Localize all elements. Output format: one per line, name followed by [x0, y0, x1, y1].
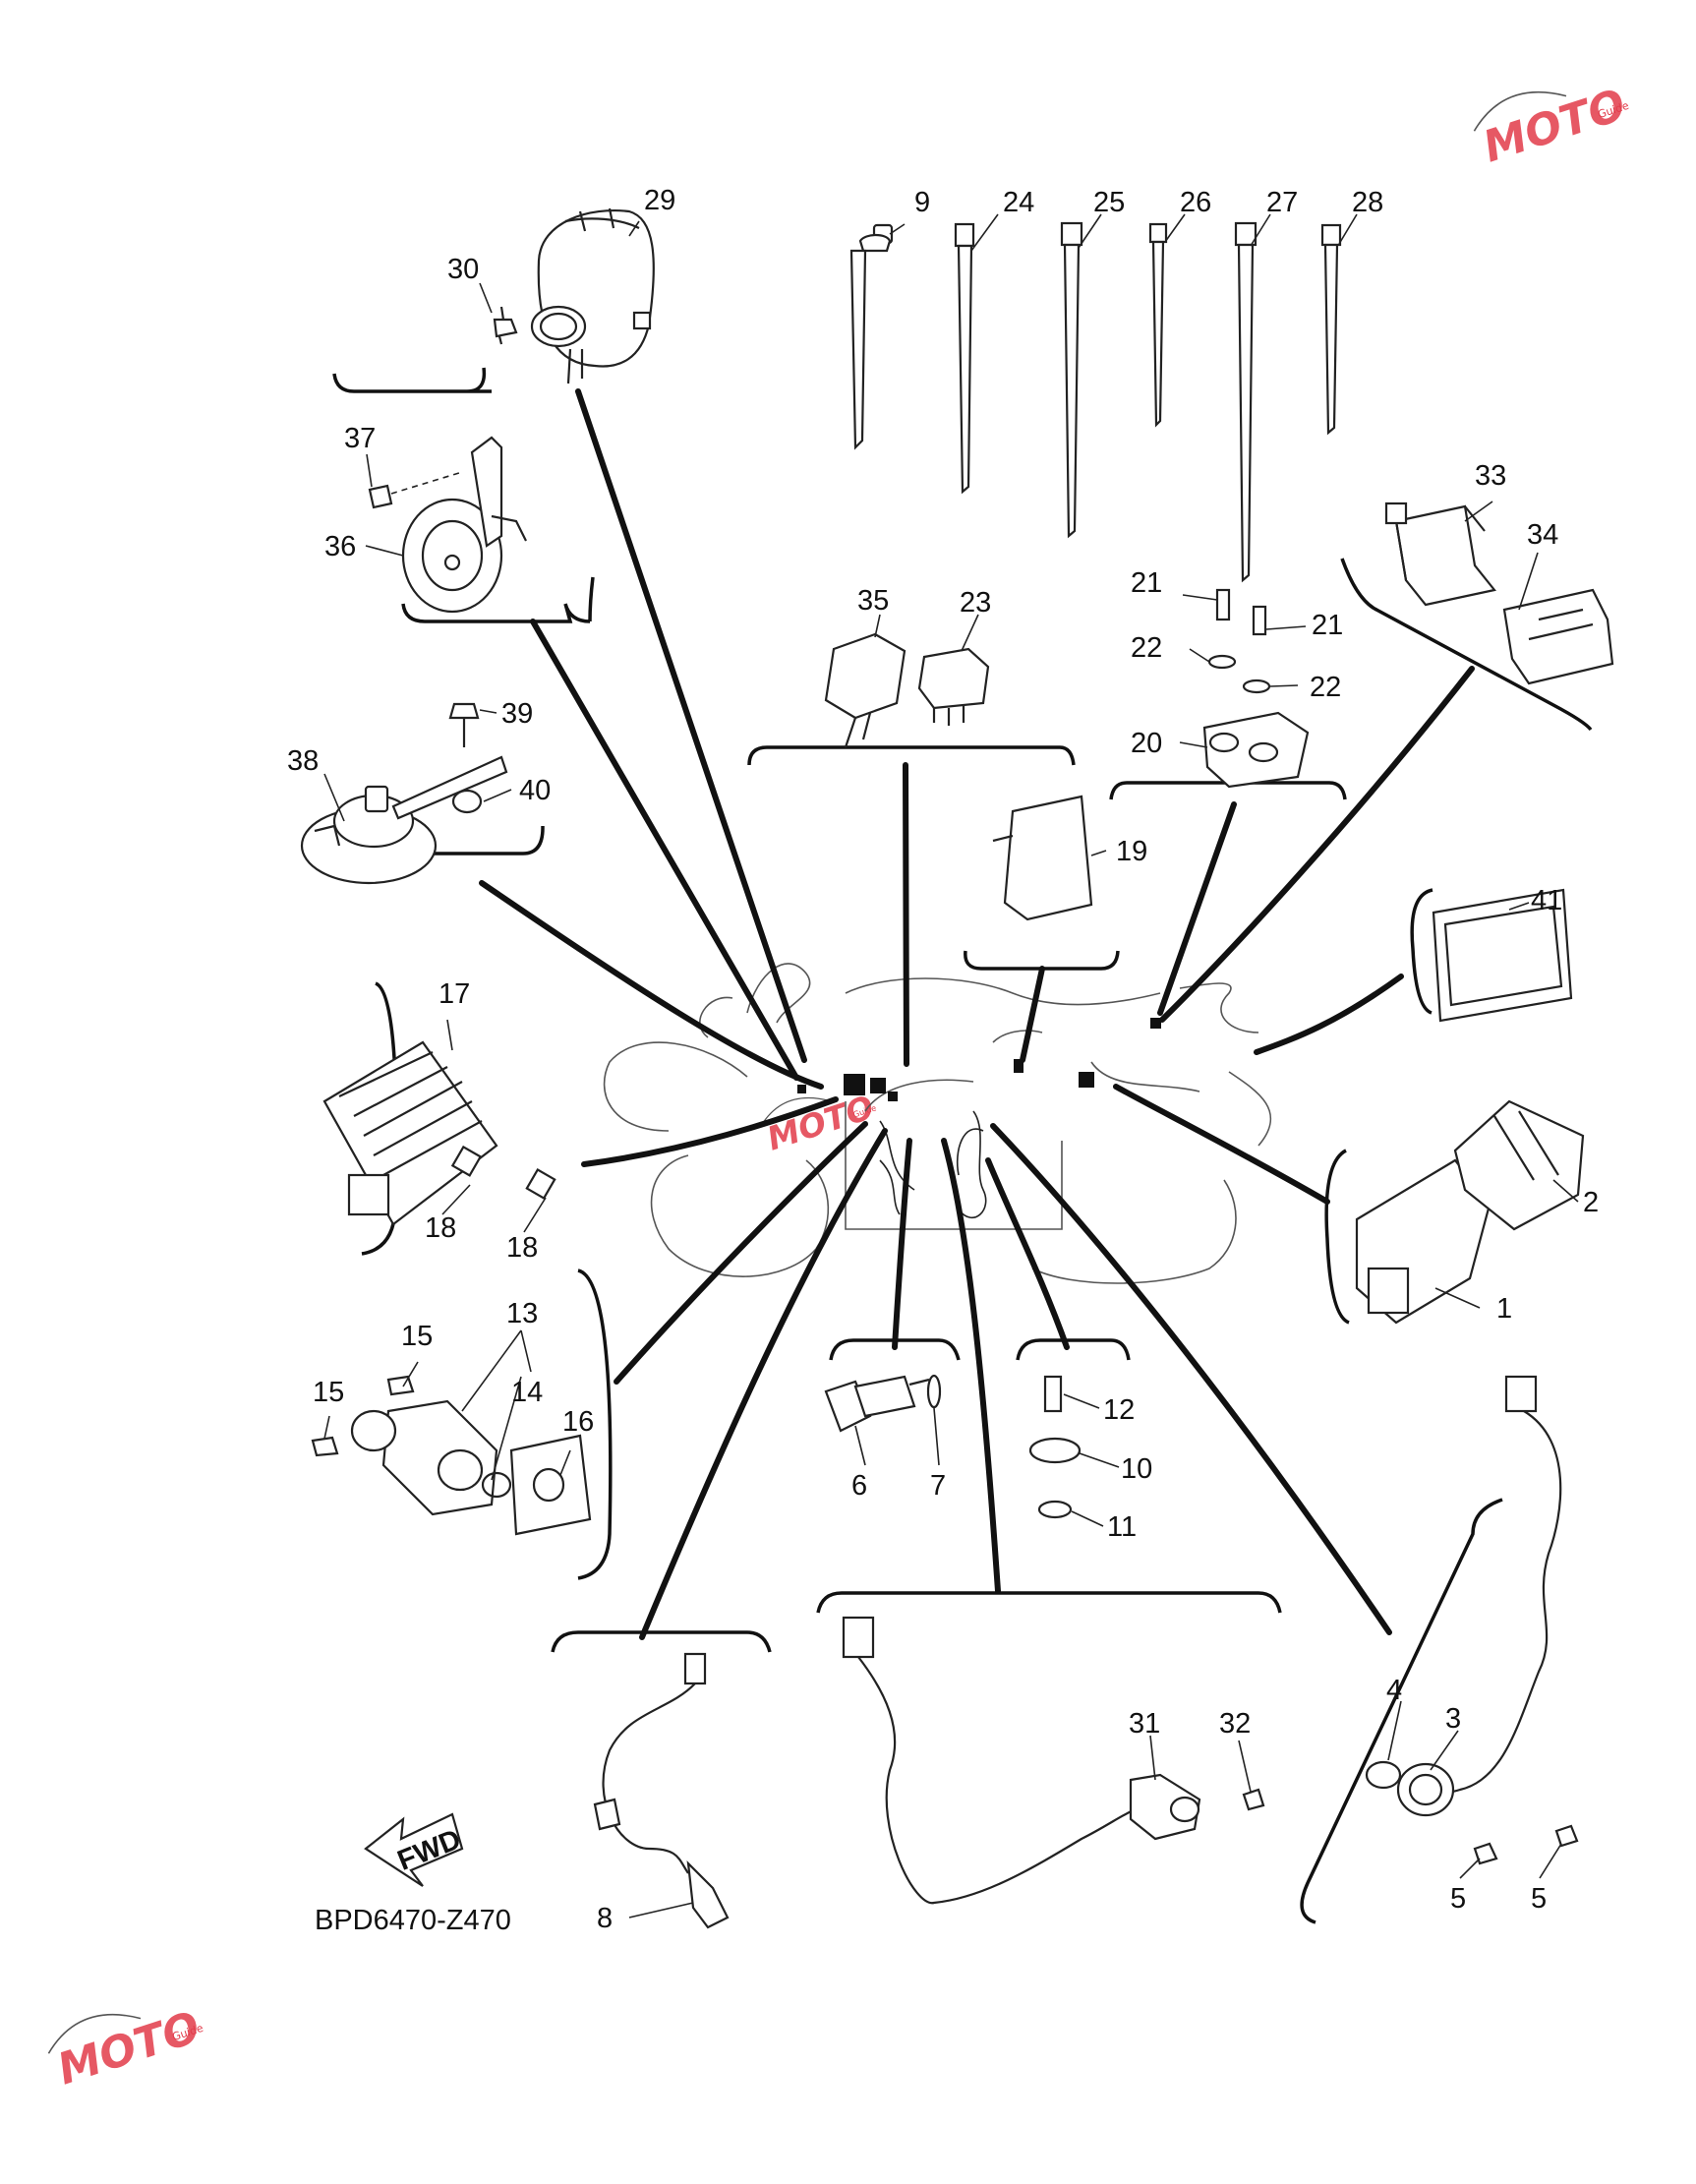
- callout-3: 3: [1445, 1703, 1461, 1735]
- sensor-parts-31-32: [842, 1616, 1265, 1905]
- callout-35: 35: [857, 585, 889, 617]
- callout-2: 2: [1583, 1187, 1599, 1218]
- callout-17: 17: [439, 978, 470, 1010]
- cable-ties: [849, 221, 1342, 583]
- connection-lines: [479, 388, 1475, 1640]
- callout-24: 24: [1003, 187, 1034, 218]
- sensor-part-8: [593, 1652, 730, 1929]
- callout-22-b: 22: [1310, 672, 1341, 703]
- callout-37: 37: [344, 423, 376, 454]
- callout-31: 31: [1129, 1708, 1160, 1740]
- headlight-part-29: [493, 207, 655, 384]
- callout-7: 7: [930, 1470, 946, 1502]
- callout-10: 10: [1121, 1453, 1152, 1485]
- panel-part-41: [1432, 888, 1573, 1023]
- watermark-bottom-left: MOTO Guide: [47, 2002, 206, 2095]
- callout-28: 28: [1352, 187, 1383, 218]
- regulator-part-17: [322, 1040, 556, 1226]
- callout-21-b: 21: [1312, 610, 1343, 641]
- callout-39: 39: [501, 698, 533, 730]
- callout-13: 13: [506, 1298, 538, 1329]
- callout-18-a: 18: [425, 1212, 456, 1244]
- callout-41: 41: [1531, 885, 1562, 916]
- callout-33: 33: [1475, 460, 1506, 492]
- callout-25: 25: [1093, 187, 1125, 218]
- connector-parts-33-34: [1384, 502, 1614, 685]
- callout-30: 30: [447, 254, 479, 285]
- callout-38: 38: [287, 745, 319, 777]
- fwd-arrow: FWD: [364, 1812, 465, 1887]
- callout-15-a: 15: [401, 1321, 433, 1352]
- sensor-part-20: [1202, 588, 1310, 789]
- callout-34: 34: [1527, 519, 1558, 551]
- group-brackets: [332, 367, 1593, 1924]
- callout-22-a: 22: [1131, 632, 1162, 664]
- callout-15-b: 15: [313, 1377, 344, 1408]
- callout-32: 32: [1219, 1708, 1251, 1740]
- callout-20: 20: [1131, 728, 1162, 759]
- callout-26: 26: [1180, 187, 1211, 218]
- callout-21-a: 21: [1131, 567, 1162, 599]
- horn-part-36: [368, 436, 527, 614]
- callout-6: 6: [851, 1470, 867, 1502]
- callout-5-a: 5: [1450, 1883, 1466, 1915]
- callout-16: 16: [562, 1406, 594, 1438]
- callout-4: 4: [1386, 1675, 1402, 1706]
- callout-12: 12: [1103, 1394, 1135, 1426]
- callout-29: 29: [644, 185, 675, 216]
- horn-part-38: [300, 702, 508, 885]
- callout-40: 40: [519, 775, 551, 806]
- leader-lines: [323, 213, 1579, 1918]
- sensor-parts-6-7: [824, 1374, 942, 1433]
- sensor-parts-3-5: [1365, 1375, 1579, 1865]
- watermark-top-right: MOTO Guide: [1473, 80, 1632, 172]
- callout-23: 23: [960, 587, 991, 619]
- callout-labels: 1 2 3 4 5 5 6 7 8 9 10 11 12 13 14 15 15…: [287, 185, 1599, 1934]
- callout-8: 8: [597, 1903, 613, 1934]
- callout-19: 19: [1116, 836, 1147, 867]
- callout-14: 14: [511, 1377, 543, 1408]
- module-parts-1-2: [1355, 1099, 1585, 1325]
- diagram-code: BPD6470-Z470: [315, 1905, 511, 1936]
- callout-5-b: 5: [1531, 1883, 1547, 1915]
- sensor-parts-10-12: [1028, 1375, 1082, 1519]
- relay-parts-35-23: [824, 632, 990, 748]
- callout-1: 1: [1496, 1293, 1512, 1325]
- watermark-logo-text: MOTO: [762, 1088, 878, 1158]
- callout-18-b: 18: [506, 1232, 538, 1264]
- callout-11: 11: [1107, 1511, 1137, 1543]
- module-part-19: [992, 795, 1093, 921]
- callout-9: 9: [914, 187, 930, 218]
- callout-36: 36: [324, 531, 356, 562]
- solenoid-parts-13-16: [311, 1375, 592, 1536]
- vehicle-outline: [603, 963, 1272, 1284]
- callout-27: 27: [1266, 187, 1298, 218]
